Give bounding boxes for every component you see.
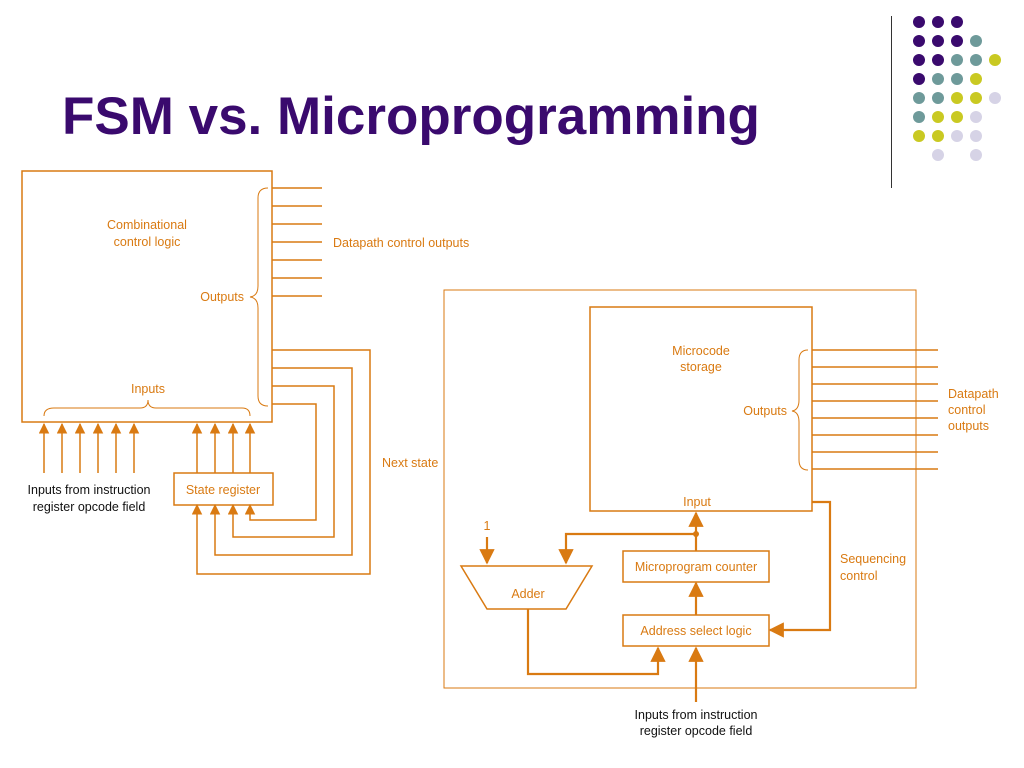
micro-datapath-label-line2: control (948, 403, 986, 417)
microprogram-counter-box (622, 550, 770, 583)
microprogram-counter-label: Microprogram counter (635, 560, 757, 574)
decorative-dot (970, 73, 982, 85)
decorative-dot (970, 130, 982, 142)
decorative-dot (932, 149, 944, 161)
decorative-dot (932, 92, 944, 104)
storage-input-label: Input (683, 495, 711, 509)
micro-source-label-line2: register opcode field (640, 724, 753, 738)
decorative-dot (951, 16, 963, 28)
fsm-source-label-line1: Inputs from instruction (28, 483, 151, 497)
decorative-dot-grid (913, 16, 1001, 161)
micro-outputs-label: Outputs (743, 404, 787, 418)
decorative-dot (951, 54, 963, 66)
decorative-dot (970, 111, 982, 123)
address-select-logic-label: Address select logic (640, 624, 751, 638)
decorative-dot (951, 92, 963, 104)
decorative-dot (913, 92, 925, 104)
decorative-dot (932, 35, 944, 47)
decorative-dot (932, 73, 944, 85)
decorative-dot (970, 54, 982, 66)
decorative-dot (970, 149, 982, 161)
microcode-label-line1: Microcode (672, 344, 730, 358)
fsm-datapath-label: Datapath control outputs (333, 236, 469, 250)
decorative-dot (951, 35, 963, 47)
next-state-line (191, 349, 371, 575)
next-state-line (244, 403, 317, 521)
outputs-brace (249, 187, 269, 407)
constant-one-label: 1 (484, 519, 491, 533)
fsm-source-label-line2: register opcode field (33, 500, 146, 514)
state-register-label: State register (186, 483, 260, 497)
next-state-line (227, 385, 335, 538)
fsm-outputs-label: Outputs (200, 290, 244, 304)
combinational-label-line2: control logic (114, 235, 181, 249)
adder-shape (459, 565, 594, 610)
decorative-dot (913, 16, 925, 28)
decorative-dot (932, 16, 944, 28)
combinational-label-line1: Combinational (107, 218, 187, 232)
decorative-dot (951, 130, 963, 142)
decorative-dot (932, 130, 944, 142)
micro-source-label-line1: Inputs from instruction (635, 708, 758, 722)
address-select-logic-box (622, 614, 770, 647)
slide-title: FSM vs. Microprogramming (62, 87, 760, 146)
decorative-dot (932, 54, 944, 66)
inputs-brace (43, 399, 251, 417)
decorative-dot (913, 54, 925, 66)
title-divider-line (891, 16, 892, 188)
junction-dot (693, 531, 699, 537)
state-register-box (173, 472, 274, 506)
decorative-dot (951, 111, 963, 123)
decorative-dot (913, 111, 925, 123)
next-state-label: Next state (382, 456, 438, 470)
decorative-dot (970, 35, 982, 47)
microcode-label-line2: storage (680, 360, 722, 374)
microprogram-diagram (443, 289, 938, 702)
fsm-inputs-label: Inputs (131, 382, 165, 396)
adder-to-logic-arrow (526, 609, 666, 676)
micro-datapath-label-line3: outputs (948, 419, 989, 433)
sequencing-label-line2: control (840, 569, 878, 583)
decorative-dot (913, 130, 925, 142)
micro-outputs-brace (791, 349, 809, 471)
sequencing-control-line (768, 500, 832, 638)
sequencing-label-line1: Sequencing (840, 552, 906, 566)
counter-to-adder-arrow (558, 532, 696, 565)
next-state-line (209, 367, 353, 556)
microcode-storage-box (589, 306, 813, 512)
adder-label: Adder (511, 587, 544, 601)
decorative-dot (989, 92, 1001, 104)
fsm-diagram (21, 170, 371, 575)
decorative-dot (951, 73, 963, 85)
decorative-dot (989, 54, 1001, 66)
decorative-dot (913, 73, 925, 85)
decorative-dot (970, 92, 982, 104)
micro-datapath-label-line1: Datapath (948, 387, 999, 401)
decorative-dot (913, 35, 925, 47)
microprogram-frame (443, 289, 917, 689)
decorative-dot (932, 111, 944, 123)
